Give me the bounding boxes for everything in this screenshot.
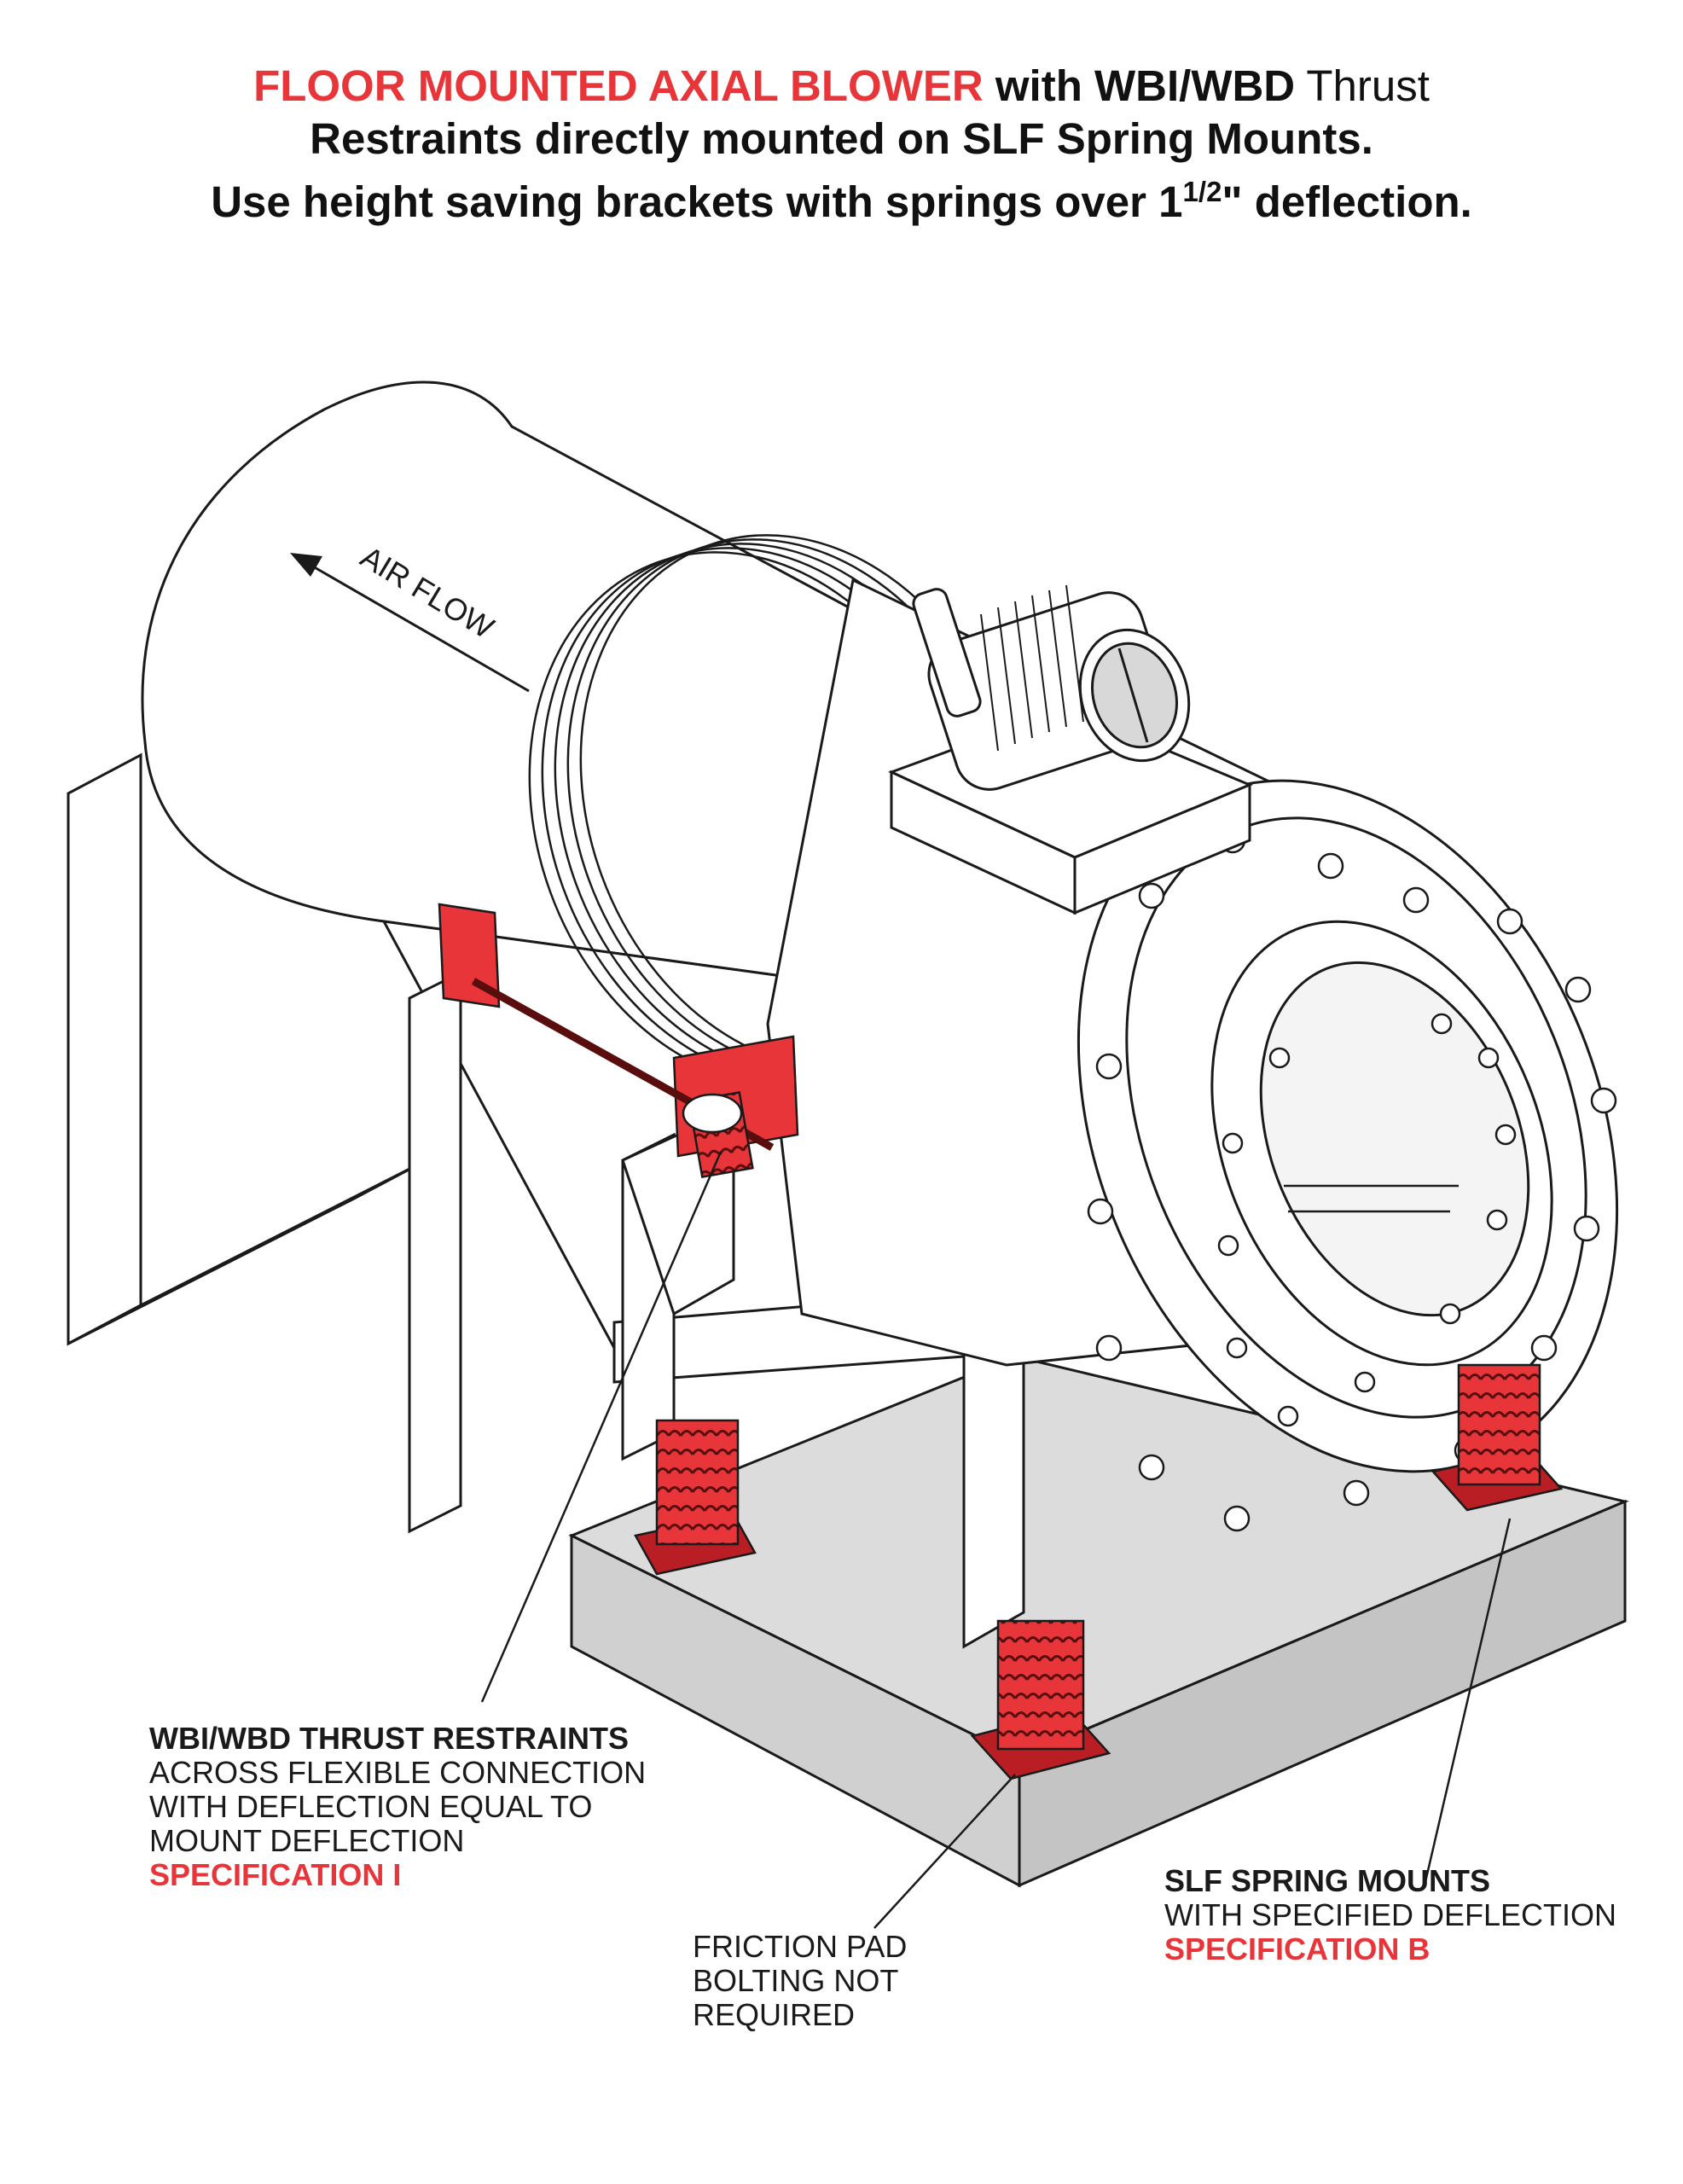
spring-mount-front [970,1619,1111,1780]
page-title: FLOOR MOUNTED AXIAL BLOWER with WBI/WBD … [0,60,1683,229]
title-wbi: WBI/WBD [1094,61,1296,110]
title-line-3: Use height saving brackets with springs … [0,166,1683,229]
thrust-restraint-line-3: MOUNT DEFLECTION [149,1823,465,1858]
thrust-restraint-callout: WBI/WBD THRUST RESTRAINTS ACROSS FLEXIBL… [149,1722,646,1892]
leader-lines [480,1151,1512,1929]
friction-pad-callout: FRICTION PAD BOLTING NOT REQUIRED [693,1930,907,2032]
thrust-restraint-spec: SPECIFICATION I [149,1857,402,1892]
thrust-restraint-line-2: WITH DEFLECTION EQUAL TO [149,1789,593,1824]
title-line-1: FLOOR MOUNTED AXIAL BLOWER with WBI/WBD … [0,60,1683,113]
title-line-2: Restraints directly mounted on SLF Sprin… [0,113,1683,166]
title-fraction: 1/2 [1182,176,1222,207]
title-slf: SLF [962,114,1045,163]
title-product: FLOOR MOUNTED AXIAL BLOWER [253,61,984,110]
title-thrust: Thrust [1295,61,1430,110]
title-spring-mounts: Spring Mounts. [1044,114,1373,163]
thrust-restraint-heading: WBI/WBD THRUST RESTRAINTS [149,1721,629,1756]
title-height-saving: Use height saving brackets with springs … [211,177,1183,226]
title-with: with [983,61,1095,110]
spring-mount-right [1431,1363,1564,1512]
title-deflection: " deflection. [1222,177,1472,226]
title-restraints: Restraints directly mounted on [310,114,963,163]
motor [912,584,1191,791]
rear-support-frame [67,752,427,1346]
spring-mount-callout: SLF SPRING MOUNTS WITH SPECIFIED DEFLECT… [1164,1864,1616,1966]
thrust-restraint-line-1: ACROSS FLEXIBLE CONNECTION [149,1755,647,1790]
spring-mount-heading: SLF SPRING MOUNTS [1164,1863,1491,1898]
outlet-flange [1077,779,1619,1473]
friction-pad-line-3: REQUIRED [693,1997,856,2032]
spring-mount-line-1: WITH SPECIFIED DEFLECTION [1164,1897,1617,1932]
spring-mount-rear-left [634,1419,757,1576]
friction-pad-line-1: FRICTION PAD [693,1929,908,1964]
thrust-restraint [438,903,799,1178]
spring-mount-spec: SPECIFICATION B [1164,1931,1431,1966]
friction-pad-line-2: BOLTING NOT [693,1963,899,1998]
